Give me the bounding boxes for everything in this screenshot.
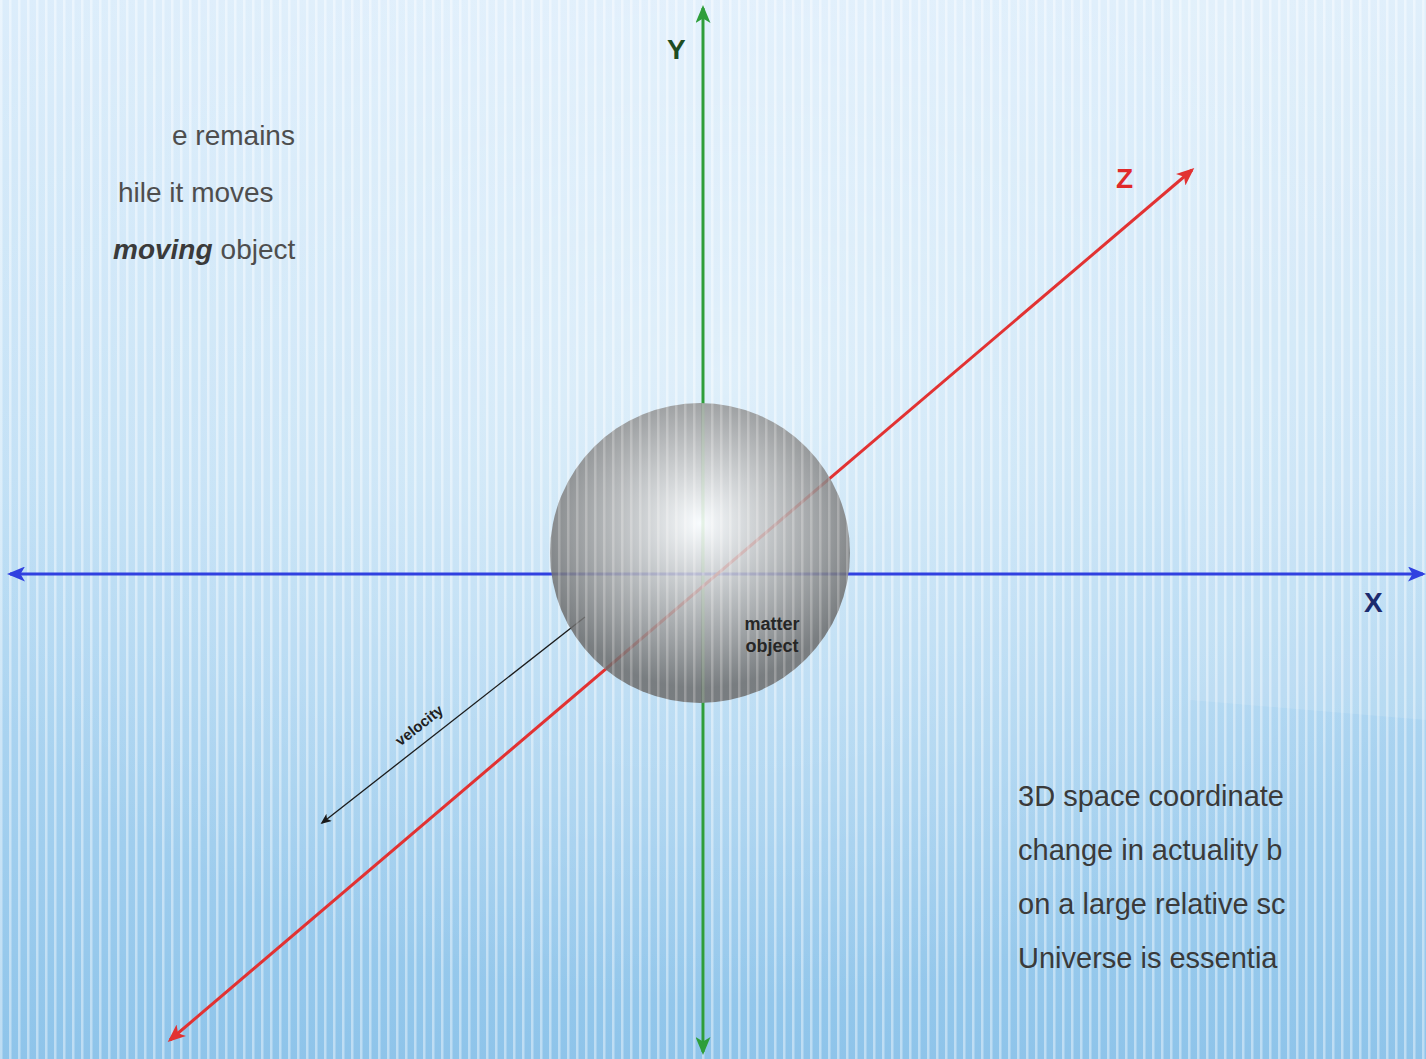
- sphere-shape: [549, 402, 851, 704]
- note-text: 3D space coordinate: [1018, 780, 1284, 813]
- sphere-fill: [550, 403, 850, 703]
- note-emphasis: moving: [113, 234, 213, 266]
- axis-label: Z: [1116, 163, 1133, 195]
- velocity-arrow: [322, 617, 585, 823]
- note-text: Universe is essentia: [1018, 942, 1278, 975]
- matter-sphere: matter object: [549, 402, 851, 704]
- sphere-texture: [550, 403, 850, 703]
- note-text: on a large relative sc: [1018, 888, 1286, 921]
- node-label: matter object: [730, 614, 814, 657]
- axis-label: X: [1364, 587, 1383, 619]
- note-text: object: [221, 234, 296, 266]
- note-text: e remains: [172, 120, 295, 152]
- note-text: change in actuality b: [1018, 834, 1282, 867]
- axis-label: Y: [667, 34, 686, 66]
- note-text: hile it moves: [118, 177, 274, 209]
